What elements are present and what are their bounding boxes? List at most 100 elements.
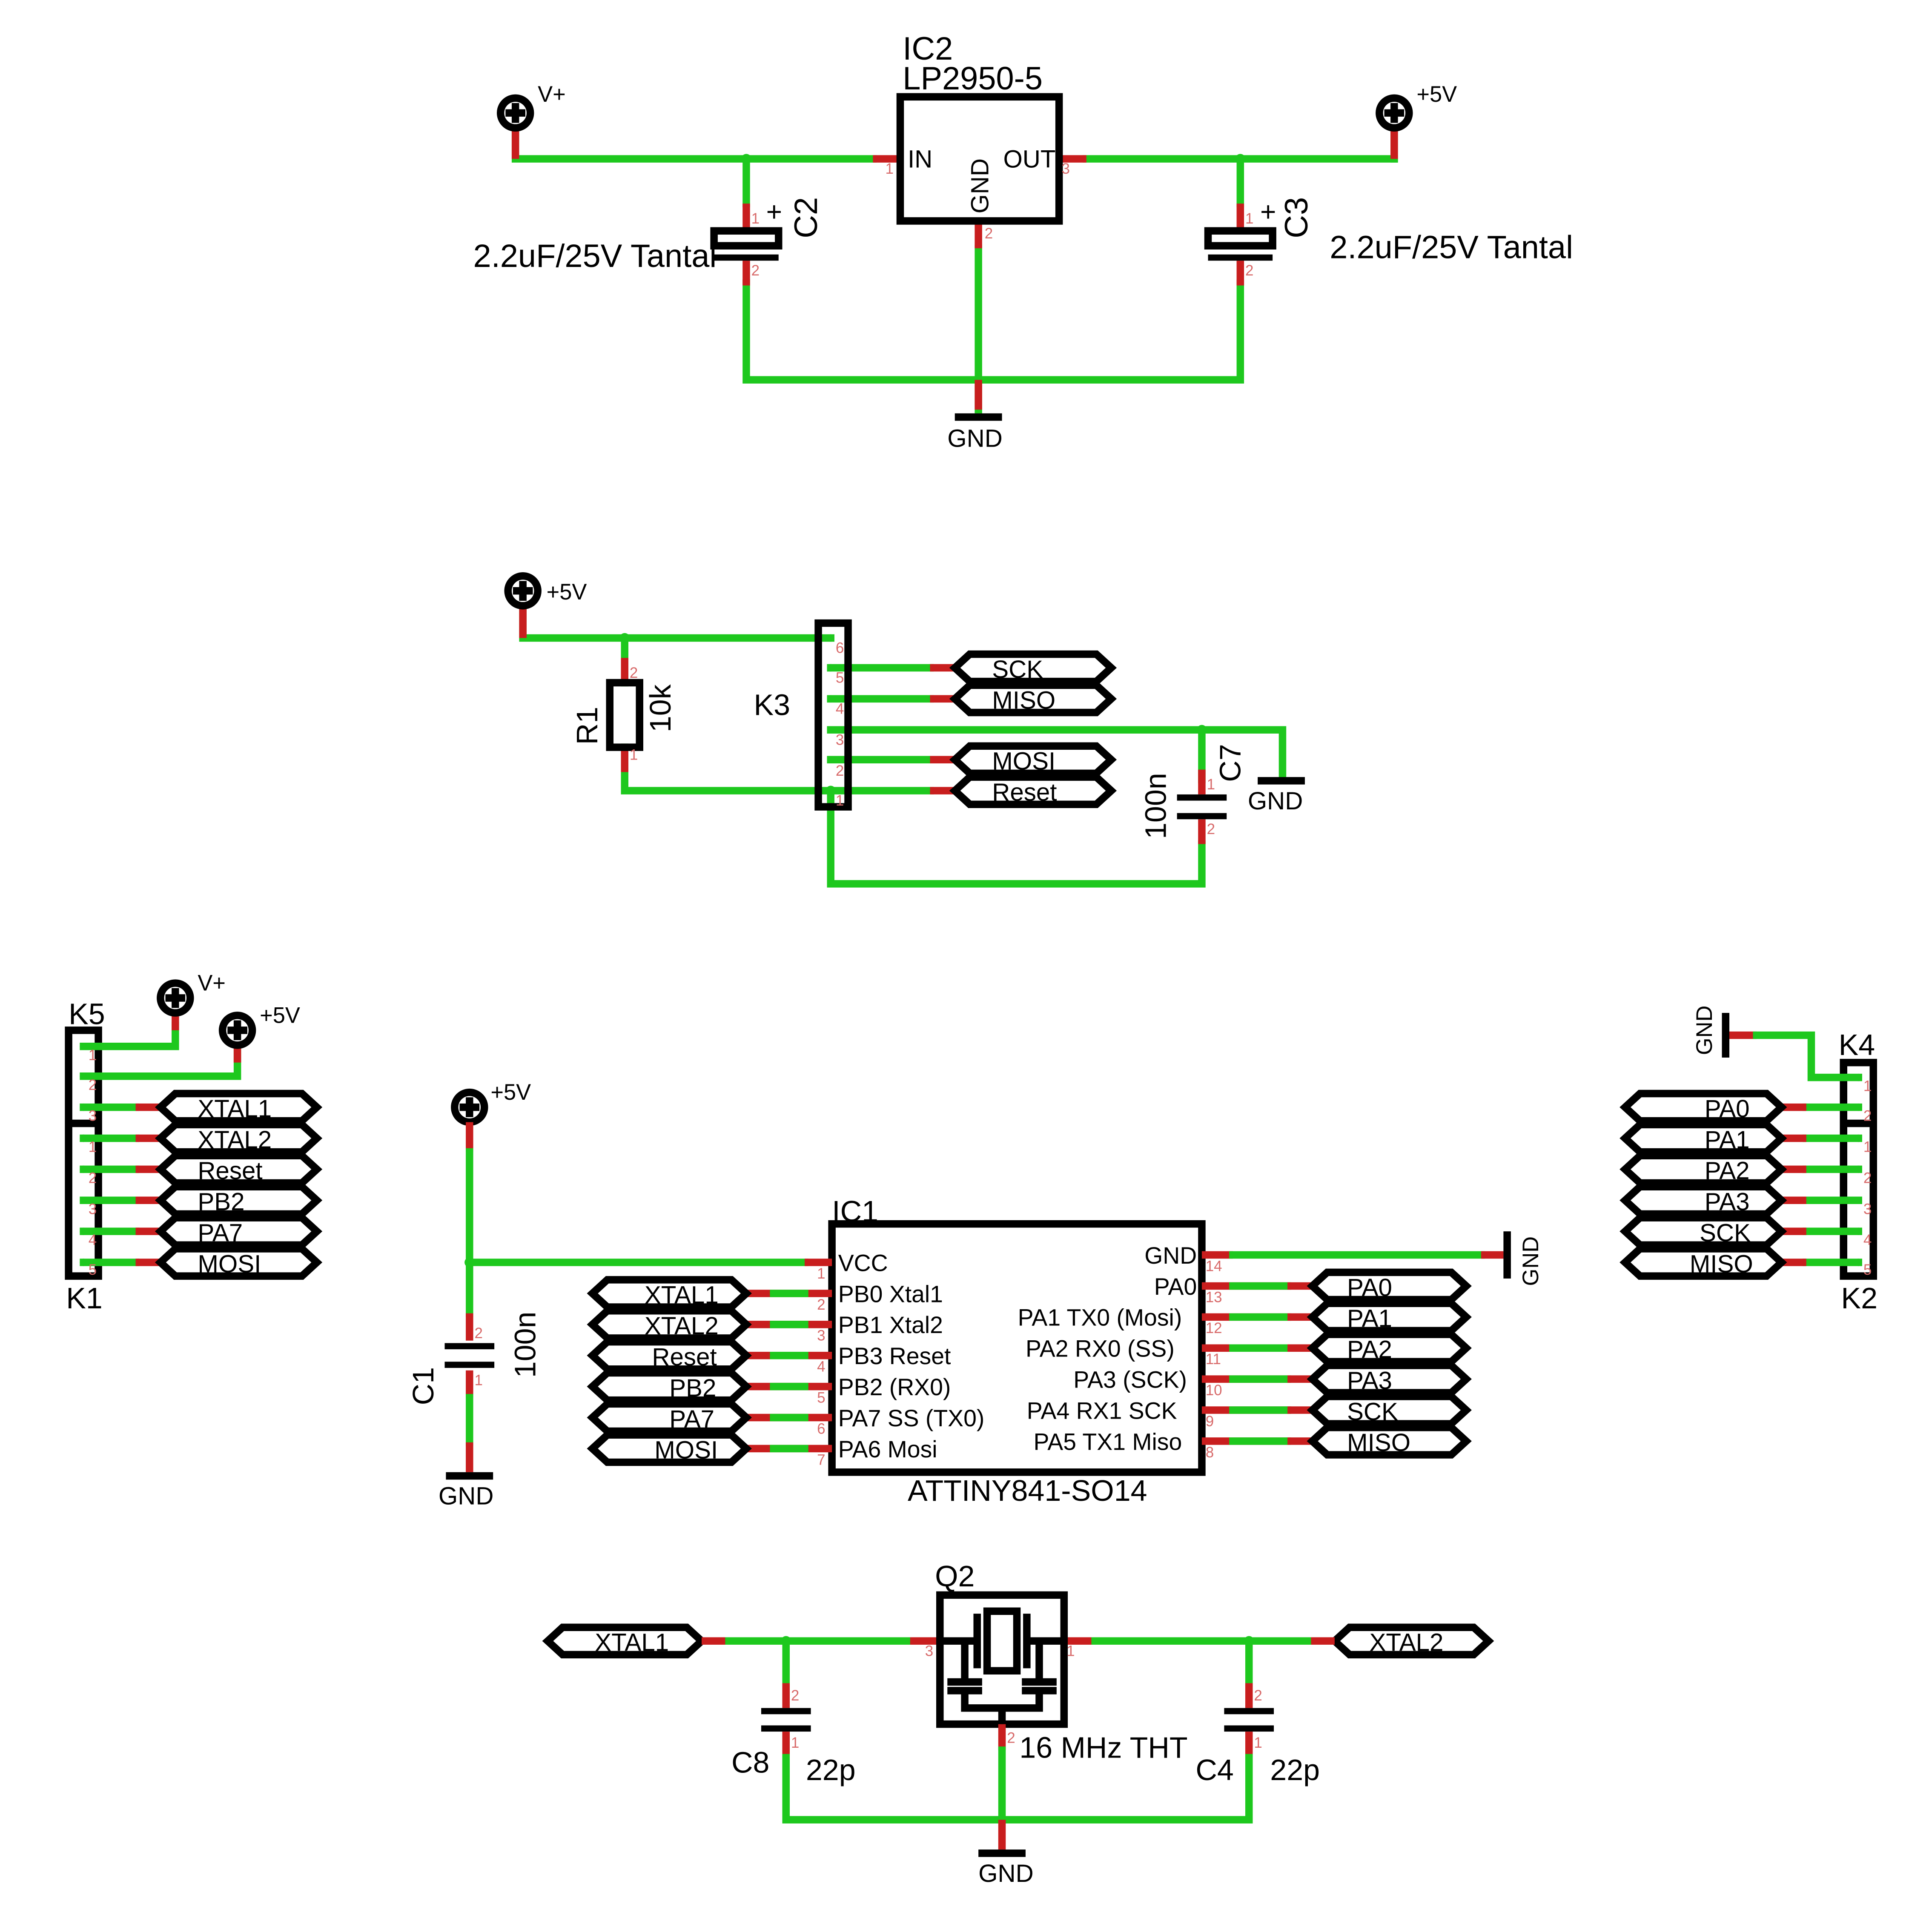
wire-k5-vplus [80, 1021, 179, 1050]
wires-k1 [80, 1103, 140, 1266]
svg-text:PA2 RX0 (SS): PA2 RX0 (SS) [1026, 1336, 1175, 1362]
r1-pin2: 2 [630, 665, 638, 681]
mcu-right-pins [1201, 1251, 1504, 1445]
c2-plate-positive [710, 227, 783, 250]
junction [619, 633, 630, 643]
net-label-pa3: PA3 [1620, 1183, 1787, 1218]
wire-isp-gnd [827, 726, 1287, 781]
c3-plate-positive [1204, 227, 1276, 250]
k2-pin-numbers: 1 2 1 2 3 4 5 [1863, 1078, 1872, 1278]
mcu-right-net-labels: PA0 PA1 PA2 PA3 SCK MISO [1307, 1268, 1472, 1459]
c2-plus: + [766, 196, 782, 227]
pin-number-gnd: 2 [985, 225, 993, 242]
svg-text:12: 12 [1206, 1320, 1222, 1336]
svg-text:14: 14 [1206, 1258, 1222, 1274]
regulator-section: IC2 LP2950-5 IN OUT GND 1 2 3 + C2 2.2uF… [473, 31, 1573, 453]
svg-text:10: 10 [1206, 1382, 1222, 1399]
junction [464, 1257, 475, 1267]
r1-name: R1 [570, 707, 604, 745]
c8-plate-top [761, 1708, 811, 1715]
net-label-mosi: MOSI [155, 1245, 323, 1280]
net-label-reset: Reset [587, 1338, 752, 1373]
svg-text:2: 2 [836, 763, 844, 779]
svg-text:GND: GND [1144, 1242, 1197, 1269]
svg-text:XTAL2: XTAL2 [1370, 1629, 1444, 1657]
k1-name: K1 [66, 1282, 103, 1315]
svg-text:PB1 Xtal2: PB1 Xtal2 [838, 1312, 943, 1338]
svg-text:1: 1 [1863, 1078, 1872, 1095]
svg-text:1: 1 [89, 1047, 97, 1064]
mcu-ground-left: GND [439, 1482, 494, 1510]
svg-text:PB3 Reset: PB3 Reset [838, 1343, 951, 1369]
wire-vin [511, 125, 877, 163]
net-label-pa3: PA3 [1307, 1362, 1472, 1396]
k3-pin-dots [827, 634, 834, 764]
svg-text:2: 2 [1863, 1170, 1872, 1186]
mcu-right-pin-numbers: 14 13 12 11 10 9 8 [1206, 1258, 1222, 1460]
pins-k2 [1781, 1103, 1806, 1266]
svg-text:2: 2 [817, 1296, 825, 1313]
mcu-name: IC1 [832, 1195, 878, 1228]
c8-plate-bottom [761, 1725, 811, 1732]
c8-value: 22p [806, 1753, 856, 1786]
svg-text:2: 2 [89, 1077, 97, 1093]
ground-icon [1722, 1013, 1730, 1058]
svg-text:PA4 RX1 SCK: PA4 RX1 SCK [1027, 1397, 1177, 1424]
svg-text:PA7 SS (TX0): PA7 SS (TX0) [838, 1405, 985, 1431]
r1-body [606, 679, 643, 751]
svg-text:Reset: Reset [652, 1343, 717, 1371]
mcu-right-pin-labels: GND PA0 PA1 TX0 (Mosi) PA2 RX0 (SS) PA3 … [1018, 1242, 1197, 1455]
svg-text:4: 4 [1863, 1232, 1872, 1248]
ground-icon [978, 1849, 1026, 1857]
crystal-symbol-icon [940, 1607, 1064, 1724]
wire-vcc [466, 1148, 808, 1266]
svg-text:PB0 Xtal1: PB0 Xtal1 [838, 1281, 943, 1307]
r1-value: 10k [644, 684, 677, 732]
net-label-pa0: PA0 [1307, 1268, 1472, 1304]
svg-text:PA3: PA3 [1347, 1367, 1392, 1394]
svg-text:MOSI: MOSI [198, 1250, 261, 1278]
c8-name: C8 [731, 1746, 769, 1779]
svg-text:XTAL1: XTAL1 [645, 1281, 719, 1309]
q2-pin1: 1 [1066, 1643, 1075, 1659]
net-label-xtal2: XTAL2 [587, 1307, 752, 1342]
k3-name: K3 [754, 688, 790, 721]
c8-pin2: 2 [791, 1687, 799, 1704]
net-label-xtal2: XTAL2 [1329, 1623, 1494, 1659]
header-left-section: K5 K1 1 2 [65, 971, 323, 1315]
svg-text:MISO: MISO [992, 687, 1055, 714]
svg-text:PA6 Mosi: PA6 Mosi [838, 1436, 937, 1462]
k3-body [814, 619, 852, 811]
svg-text:5: 5 [1863, 1262, 1872, 1278]
header-right-section: K4 K2 GND 1 2 [1620, 1006, 1878, 1315]
net-label-reset: Reset [949, 773, 1117, 808]
c3-plus: + [1260, 196, 1276, 227]
c7-value: 100n [1139, 773, 1172, 839]
svg-text:Reset: Reset [198, 1157, 262, 1185]
svg-text:1: 1 [1863, 1139, 1872, 1156]
svg-text:PA2: PA2 [1705, 1157, 1750, 1185]
net-label-miso: MISO [949, 681, 1117, 717]
net-label-pa2: PA2 [1620, 1152, 1787, 1187]
c1-name: C1 [407, 1367, 440, 1405]
c2-pin2: 2 [751, 262, 760, 279]
svg-text:XTAL2: XTAL2 [645, 1312, 719, 1340]
mcu-section: +5V GND C1 100n 2 1 IC1 ATTINY841-SO14 [407, 1080, 1543, 1510]
c2-value: 2.2uF/25V Tantal [473, 238, 717, 274]
regulator-name: IC2 [903, 31, 953, 67]
svg-text:2: 2 [89, 1170, 97, 1186]
isp-ground-label: GND [1248, 787, 1303, 815]
svg-text:6: 6 [836, 640, 844, 657]
q2-pin3: 3 [925, 1643, 933, 1659]
wire-gnd-bus [742, 279, 1244, 384]
c4-pin2: 2 [1254, 1687, 1262, 1704]
supply-5v-icon [1376, 94, 1413, 132]
c3-plate-negative [1208, 254, 1273, 261]
mcu-value: ATTINY841-SO14 [908, 1474, 1147, 1507]
svg-text:8: 8 [1206, 1444, 1214, 1461]
svg-text:PB2: PB2 [669, 1374, 716, 1402]
svg-text:SCK: SCK [1347, 1398, 1398, 1425]
junction [741, 154, 751, 164]
net-label-pa0: PA0 [1620, 1090, 1787, 1125]
k2-name: K2 [1841, 1282, 1878, 1315]
